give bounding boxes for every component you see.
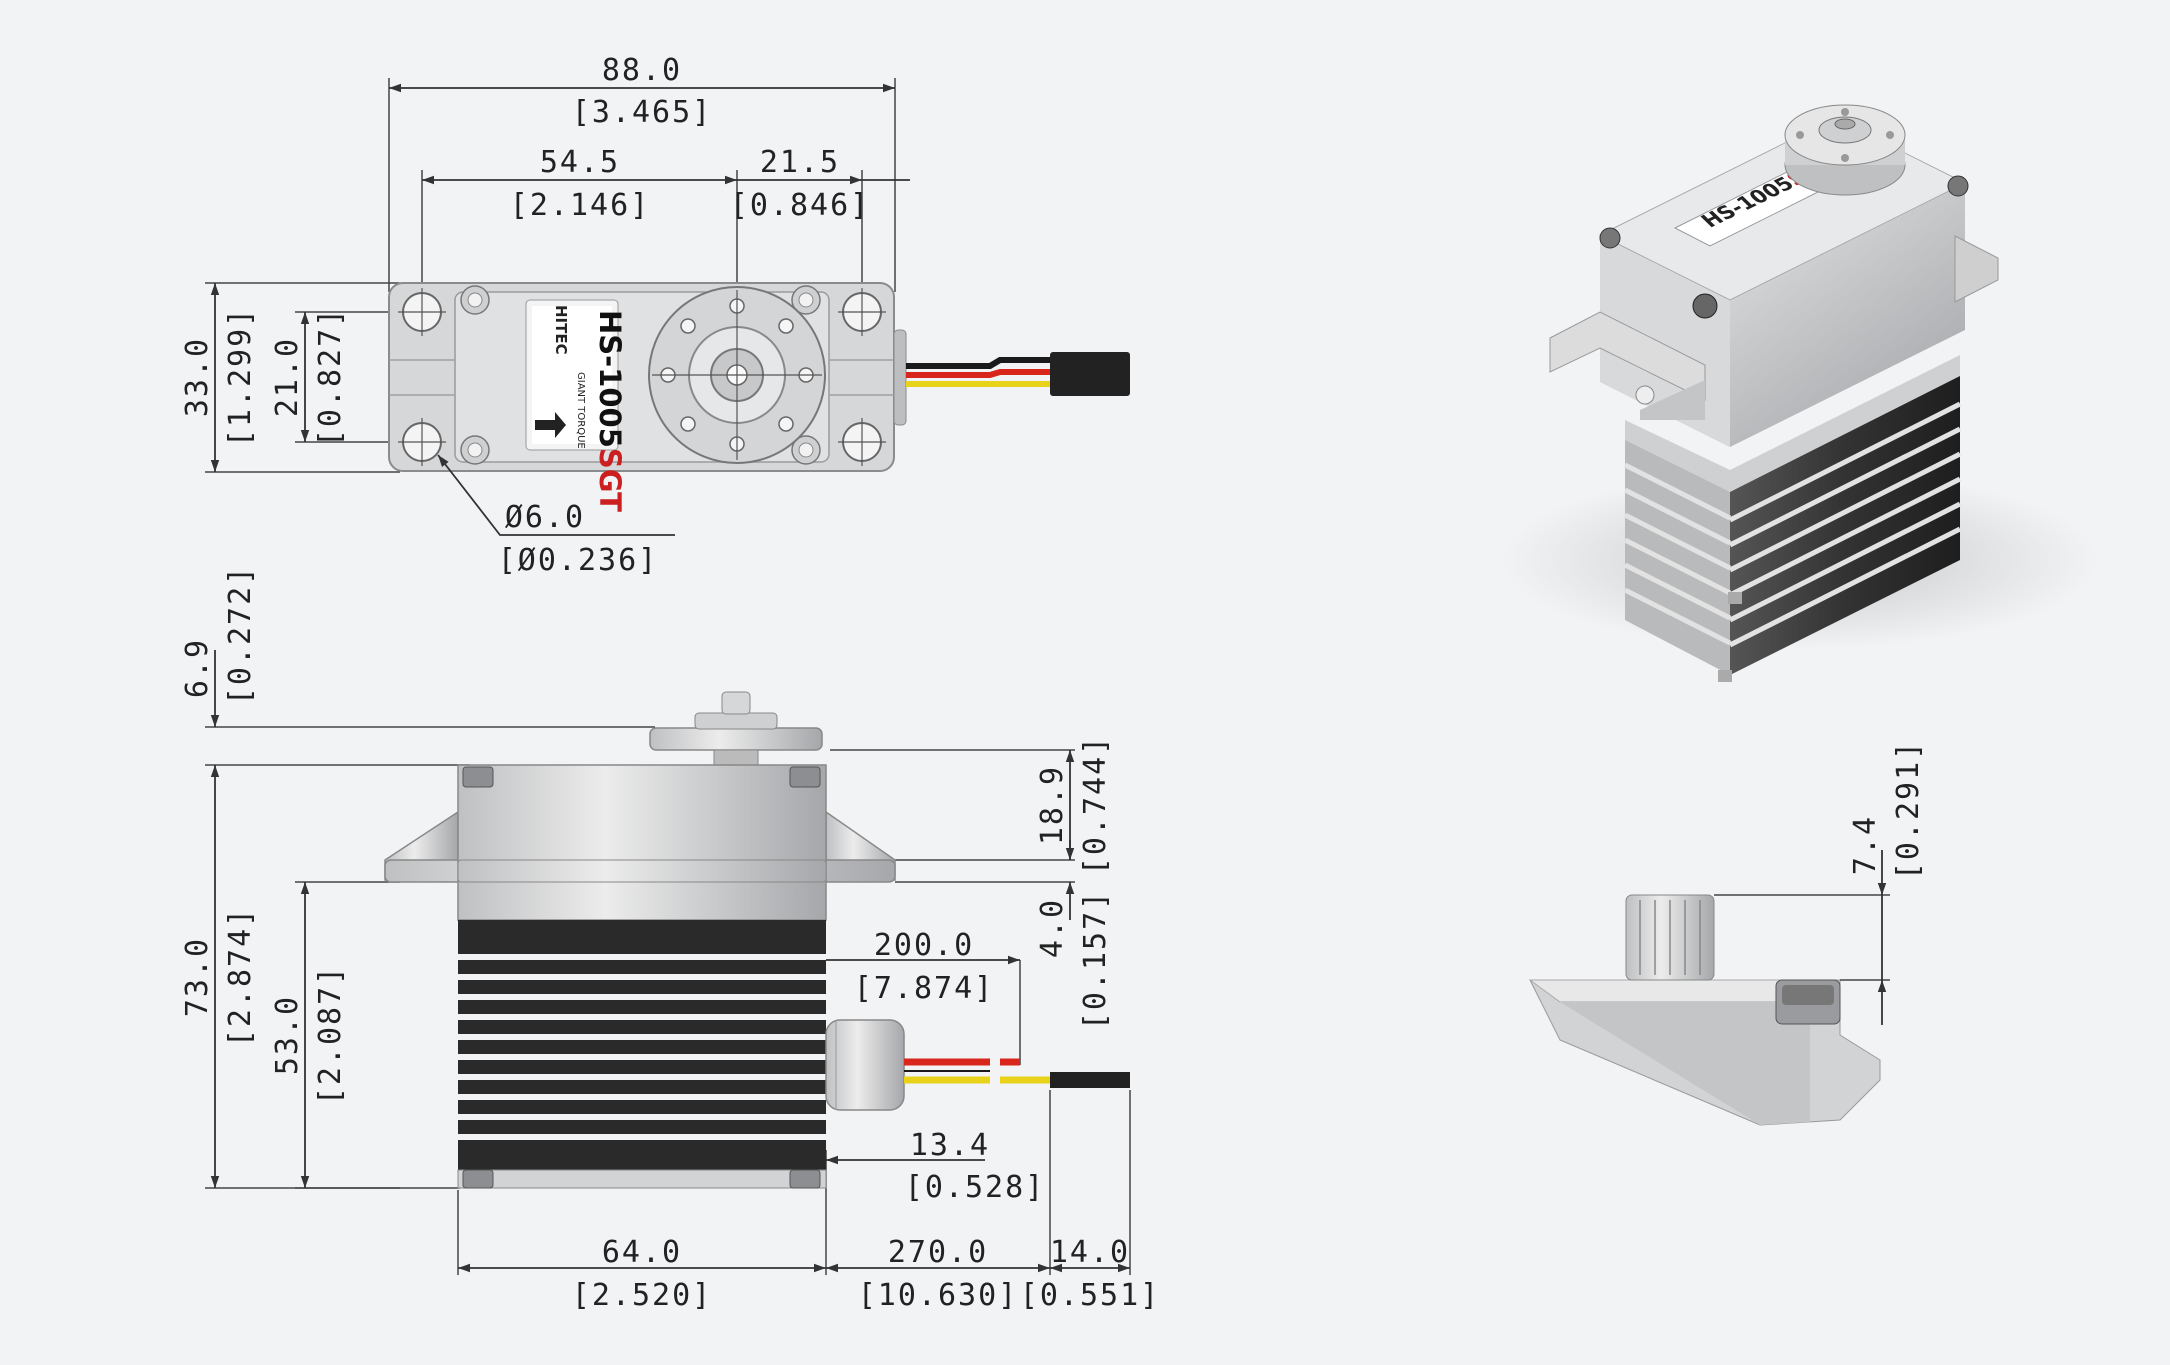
cable-boot <box>825 1019 905 1111</box>
servo-case-bottom <box>457 1169 827 1189</box>
hitec-logo-icon <box>535 412 566 438</box>
connector-side-icon <box>1050 1072 1130 1088</box>
dim-width-total-in: [3.465] <box>572 95 712 130</box>
dim-width-total-mm: 88.0 <box>602 53 682 88</box>
dim-connector-length-in: [0.551] <box>1020 1278 1160 1313</box>
dim-lead-length-in: [7.874] <box>854 971 994 1006</box>
brand-text: HITEC <box>552 305 570 355</box>
dim-spline-height-in: [0.291] <box>1891 740 1926 880</box>
tagline-text: GIANT TORQUE <box>575 372 586 449</box>
dim-cable-exit-in: [0.528] <box>905 1170 1045 1205</box>
dim-overall-height-in: [2.874] <box>223 907 258 1047</box>
servo-lead-side <box>904 1058 1130 1088</box>
dim-hole-dia-mm: Ø6.0 <box>505 500 585 535</box>
dim-hole-pitch-mm: 21.0 <box>270 337 305 417</box>
heat-sink-fins <box>458 920 826 1170</box>
horn-disc <box>649 727 823 751</box>
dim-hole-flange-mm: 21.5 <box>760 145 840 180</box>
spline-shaft <box>1625 894 1715 981</box>
dim-horn-height-mm: 6.9 <box>180 638 215 698</box>
dim-cable-exit-mm: 13.4 <box>910 1128 990 1163</box>
spline-detail-view: 7.4 [0.291] <box>1528 740 1926 1126</box>
dim-spline-height-mm: 7.4 <box>1848 815 1883 875</box>
dim-body-width-mm: 64.0 <box>602 1235 682 1270</box>
servo-3d-render: HS-1005SGT <box>1500 104 2100 682</box>
dim-flange-thick-mm: 4.0 <box>1035 898 1070 958</box>
side-view: 6.9 [0.272] 73.0 [2.874] 53.0 [2.087] 18… <box>180 565 1160 1313</box>
dim-connector-length-mm: 14.0 <box>1050 1235 1130 1270</box>
dim-height-total-in: [1.299] <box>223 307 258 447</box>
dim-hole-span-mm: 54.5 <box>540 145 620 180</box>
dim-flange-base-mm: 53.0 <box>270 995 305 1075</box>
dim-hole-flange-in: [0.846] <box>730 188 870 223</box>
dim-cable-length-mm: 270.0 <box>888 1235 988 1270</box>
servo-case-upper <box>457 764 827 921</box>
top-view: HS-1005SGT HITEC GIANT TORQUE <box>180 53 1130 578</box>
connector-icon <box>1050 352 1130 396</box>
dim-overall-height-mm: 73.0 <box>180 937 215 1017</box>
dim-top-flange-in: [0.744] <box>1078 735 1113 875</box>
dim-hole-span-in: [2.146] <box>510 188 650 223</box>
dim-top-flange-mm: 18.9 <box>1035 765 1070 845</box>
dim-lead-length-mm: 200.0 <box>874 928 974 963</box>
dim-height-total-mm: 33.0 <box>180 337 215 417</box>
dim-hole-dia-in: [Ø0.236] <box>498 543 659 578</box>
dim-body-width-in: [2.520] <box>572 1278 712 1313</box>
servo-lead-top <box>906 352 1130 396</box>
dim-horn-height-in: [0.272] <box>223 565 258 705</box>
dim-cable-length-in: [10.630] <box>858 1278 1019 1313</box>
model-text: HS-1005SGT <box>593 310 627 512</box>
dim-flange-base-in: [2.087] <box>313 965 348 1105</box>
dim-flange-thick-in: [0.157] <box>1078 890 1113 1030</box>
dim-hole-pitch-in: [0.827] <box>313 307 348 447</box>
output-horn <box>648 286 826 464</box>
